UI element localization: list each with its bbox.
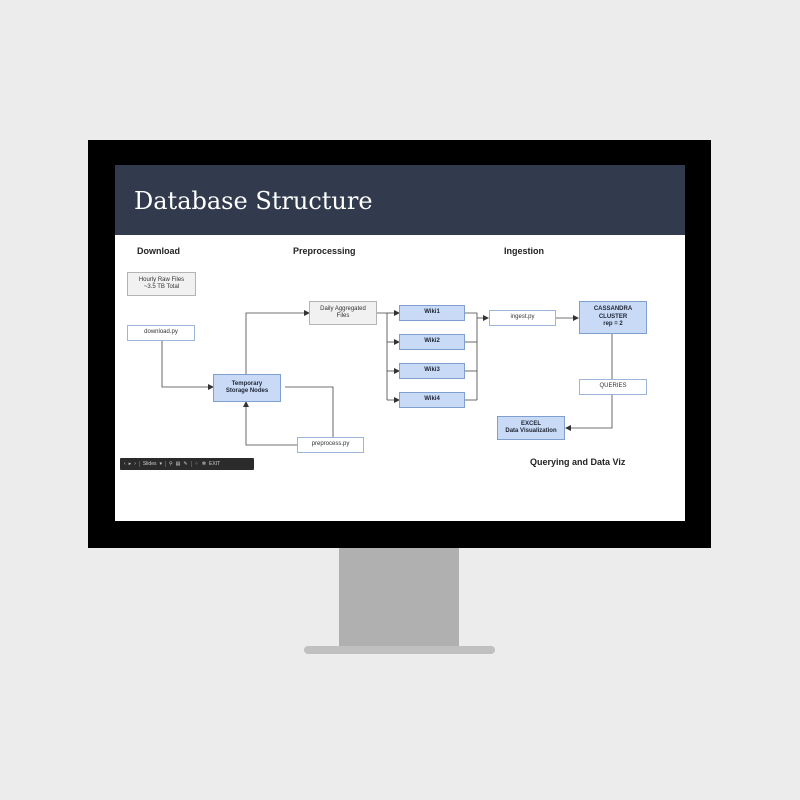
play-icon[interactable]: ▸ bbox=[128, 460, 132, 467]
edge-queries-to-excel bbox=[565, 394, 613, 431]
node-wiki3-label: Wiki3 bbox=[424, 367, 440, 374]
slide-title: Database Structure bbox=[134, 187, 373, 215]
node-daily-aggregated-files-line2: Files bbox=[336, 313, 350, 319]
exit-button[interactable]: EXIT bbox=[209, 460, 221, 467]
node-preprocess-py-label: preprocess.py bbox=[311, 441, 350, 448]
node-hourly-raw-files: Hourly Raw Files ~3.5 TB Total bbox=[127, 272, 196, 296]
node-ingest-py-label: ingest.py bbox=[510, 314, 535, 321]
node-hourly-raw-files-line2: ~3.5 TB Total bbox=[143, 284, 180, 290]
diagram-connectors bbox=[161, 310, 613, 446]
node-ingest-py: ingest.py bbox=[489, 310, 556, 326]
edge-wiki-fanin bbox=[465, 312, 478, 400]
node-cassandra-line3: rep = 2 bbox=[603, 321, 623, 328]
prev-icon[interactable]: ‹ bbox=[124, 460, 126, 467]
node-daily-aggregated-files: Daily Aggregated Files bbox=[309, 301, 377, 325]
node-download-py-label: download.py bbox=[144, 329, 178, 336]
slides-menu[interactable]: Slides bbox=[142, 460, 157, 467]
node-cassandra-cluster: CASSANDRA CLUSTER rep = 2 bbox=[579, 301, 647, 334]
presentation-controls: ‹ ▸ › Slides ▾ ⚲ ▤ ✎ ⁘ ✻ EXIT bbox=[120, 458, 254, 470]
grid-icon[interactable]: ⁘ bbox=[194, 460, 199, 467]
monitor-stand-neck bbox=[339, 548, 459, 646]
controls-divider bbox=[190, 461, 192, 467]
section-ingestion: Ingestion bbox=[504, 246, 544, 256]
node-temporary-storage-line1: Temporary bbox=[231, 380, 263, 387]
node-wiki4: Wiki4 bbox=[399, 392, 465, 408]
node-excel-data-visualization: EXCEL Data Visualization bbox=[497, 416, 565, 440]
node-temporary-storage-line2: Storage Nodes bbox=[225, 388, 269, 394]
slide-header: Database Structure bbox=[115, 165, 685, 235]
node-hourly-raw-files-line1: Hourly Raw Files bbox=[138, 276, 185, 283]
zoom-icon[interactable]: ⚲ bbox=[169, 460, 173, 467]
gear-icon[interactable]: ✻ bbox=[201, 460, 207, 467]
slide-screen: Database Structure Download Preprocessin… bbox=[115, 165, 685, 521]
chevron-down-icon[interactable]: ▾ bbox=[159, 460, 162, 467]
section-download: Download bbox=[137, 246, 180, 256]
node-wiki3: Wiki3 bbox=[399, 363, 465, 379]
node-wiki2-label: Wiki2 bbox=[424, 338, 440, 345]
edge-daily-fanout bbox=[377, 312, 388, 400]
section-preprocessing: Preprocessing bbox=[293, 246, 356, 256]
node-download-py: download.py bbox=[127, 325, 195, 341]
next-icon[interactable]: › bbox=[134, 460, 136, 467]
notes-icon[interactable]: ▤ bbox=[175, 460, 181, 467]
node-daily-aggregated-files-line1: Daily Aggregated bbox=[320, 305, 366, 312]
node-cassandra-line2: CLUSTER bbox=[598, 313, 628, 320]
node-preprocess-py: preprocess.py bbox=[297, 437, 364, 453]
node-wiki1-label: Wiki1 bbox=[424, 309, 440, 316]
node-queries: QUERIES bbox=[579, 379, 647, 395]
edge-download-to-storage bbox=[161, 341, 214, 390]
edge-storage-to-preprocess bbox=[285, 386, 334, 437]
node-excel-line2: Data Visualization bbox=[505, 428, 557, 434]
monitor-stand-base bbox=[304, 646, 495, 654]
node-temporary-storage: Temporary Storage Nodes bbox=[213, 374, 281, 402]
pen-icon[interactable]: ✎ bbox=[183, 460, 188, 467]
node-wiki1: Wiki1 bbox=[399, 305, 465, 321]
node-queries-label: QUERIES bbox=[599, 383, 627, 390]
controls-divider bbox=[138, 461, 140, 467]
edge-storage-to-daily bbox=[245, 310, 310, 374]
node-wiki2: Wiki2 bbox=[399, 334, 465, 350]
node-cassandra-line1: CASSANDRA bbox=[593, 306, 633, 313]
node-excel-line1: EXCEL bbox=[520, 420, 541, 427]
section-querying: Querying and Data Viz bbox=[530, 457, 626, 467]
controls-divider bbox=[165, 461, 166, 467]
edge-preprocess-to-storage bbox=[243, 401, 297, 446]
node-wiki4-label: Wiki4 bbox=[424, 396, 440, 403]
